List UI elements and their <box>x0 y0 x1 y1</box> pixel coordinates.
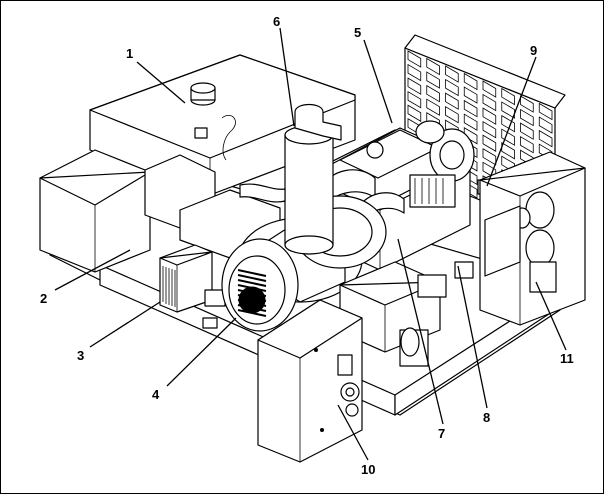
callout-9: 9 <box>530 43 537 58</box>
grid-hole <box>407 104 422 122</box>
grid-hole <box>501 87 515 106</box>
grid-hole <box>407 77 422 95</box>
callout-2: 2 <box>40 291 47 306</box>
grid-hole <box>426 71 440 89</box>
vent-bar <box>237 309 267 317</box>
leader-1 <box>136 61 186 104</box>
grid-hole <box>520 95 534 113</box>
leader-9 <box>486 56 537 187</box>
grid-hole <box>463 72 478 91</box>
vent-bar <box>237 274 267 282</box>
grid-hole <box>501 114 515 133</box>
leader-2 <box>54 249 131 291</box>
grid-hole <box>538 102 553 121</box>
grid-hole <box>482 120 497 139</box>
callout-7: 7 <box>438 426 445 441</box>
grid-hole <box>482 134 497 152</box>
callout-4: 4 <box>152 387 160 402</box>
control-box <box>257 299 363 463</box>
left-tank-body <box>39 149 281 273</box>
grid-hole <box>482 148 497 166</box>
center-support <box>339 261 474 367</box>
grid-hole <box>407 50 422 68</box>
vent-bar <box>237 284 267 292</box>
grid-hole <box>520 108 534 127</box>
callout-labels: 1 2 3 4 5 6 7 8 9 10 11 <box>40 14 574 477</box>
vent-bar <box>237 299 267 307</box>
grid-hole <box>445 92 459 110</box>
callout-6: 6 <box>273 14 280 29</box>
grid-hole <box>445 65 459 83</box>
engine-block <box>293 120 489 271</box>
grid-hole <box>482 80 497 98</box>
leader-6 <box>279 27 295 127</box>
leader-4 <box>166 317 237 387</box>
grid-hole <box>426 57 440 76</box>
grid-hole <box>463 113 478 131</box>
grid-hole <box>501 101 515 119</box>
callout-3: 3 <box>77 348 84 363</box>
grid-hole <box>407 90 422 109</box>
battery-charger <box>159 244 226 329</box>
vent-bar <box>237 279 267 287</box>
callout-5: 5 <box>354 25 361 40</box>
leader-10 <box>337 404 369 461</box>
grid-hole <box>407 63 422 82</box>
grid-hole <box>538 129 553 148</box>
leader-3 <box>89 301 161 348</box>
callout-10: 10 <box>361 462 375 477</box>
muffler <box>239 103 342 255</box>
leader-5 <box>363 39 393 124</box>
grid-hole <box>520 135 534 154</box>
leader-7 <box>397 238 444 425</box>
radiator-housing <box>479 151 586 326</box>
callout-8: 8 <box>483 410 490 425</box>
grid-hole <box>426 98 440 116</box>
leader-8 <box>457 265 488 409</box>
vent-bar <box>237 294 267 302</box>
vent-bar <box>237 304 267 312</box>
grid-hole <box>463 86 478 104</box>
callout-1: 1 <box>126 46 133 61</box>
grid-hole <box>445 78 459 97</box>
grid-hole <box>445 105 459 124</box>
grid-hole <box>520 122 534 140</box>
leader-lines <box>54 27 567 461</box>
grid-hole <box>482 107 497 125</box>
callout-11: 11 <box>560 351 574 366</box>
grid-hole <box>426 84 440 103</box>
grid-hole <box>482 93 497 112</box>
grid-hole <box>463 99 478 118</box>
grid-hole <box>538 116 553 134</box>
alternator-fan-vents <box>237 269 267 317</box>
grid-hole <box>501 128 515 146</box>
vent-bar <box>237 269 267 277</box>
leader-11 <box>535 281 567 351</box>
vent-bar <box>237 289 267 297</box>
